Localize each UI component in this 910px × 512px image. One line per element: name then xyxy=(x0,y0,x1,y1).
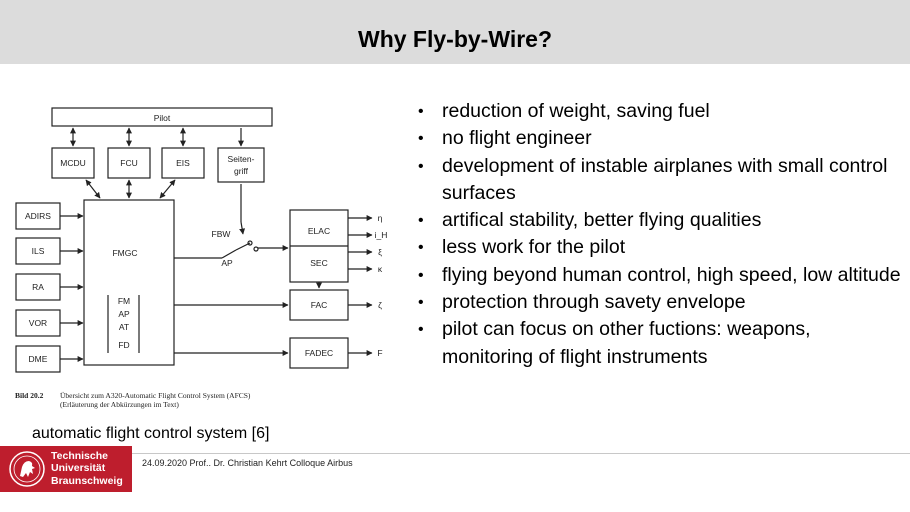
seitengriff-label-2: griff xyxy=(234,166,249,176)
sec-label: SEC xyxy=(310,258,327,268)
lion-seal-icon xyxy=(9,451,45,487)
fac-label: FAC xyxy=(311,300,328,310)
bullet-list: reduction of weight, saving fuel no flig… xyxy=(416,98,906,371)
fbw-label: FBW xyxy=(212,229,231,239)
output-ih: i_H xyxy=(375,230,388,240)
output-zeta: ζ xyxy=(378,300,382,310)
ra-label: RA xyxy=(32,282,44,292)
figure-caption-1: Übersicht zum A320-Automatic Flight Cont… xyxy=(60,391,251,400)
bullet-item: flying beyond human control, high speed,… xyxy=(416,262,906,290)
bullet-item: artifical stability, better flying quali… xyxy=(416,207,906,235)
output-kappa: κ xyxy=(378,264,383,274)
logo-line: Universität xyxy=(51,462,106,475)
vor-label: VOR xyxy=(29,318,47,328)
pilot-box xyxy=(51,107,273,127)
bullet-item: pilot can focus on other fuctions: weapo… xyxy=(416,316,906,371)
slide-title: Why Fly-by-Wire? xyxy=(357,26,553,52)
bullet-item: less work for the pilot xyxy=(416,234,906,262)
footer-text: 24.09.2020 Prof.. Dr. Christian Kehrt Co… xyxy=(142,458,353,468)
pilot-label: Pilot xyxy=(154,113,171,123)
bullet-item: protection through savety envelope xyxy=(416,289,906,317)
figure-caption-2: (Erläuterung der Abkürzungen im Text) xyxy=(60,400,179,409)
mode-fm: FM xyxy=(118,296,130,306)
eis-box xyxy=(161,147,205,179)
output-xi: ξ xyxy=(378,247,382,257)
bullet-item: reduction of weight, saving fuel xyxy=(416,98,906,126)
fcu-label: FCU xyxy=(120,158,137,168)
output-f: F xyxy=(377,348,382,358)
dme-label: DME xyxy=(29,354,48,364)
mode-ap: AP xyxy=(118,309,130,319)
output-eta: η xyxy=(378,213,383,223)
bullet-item: no flight engineer xyxy=(416,125,906,153)
mode-fd: FD xyxy=(118,340,129,350)
mode-at: AT xyxy=(119,322,129,332)
fadec-label: FADEC xyxy=(305,348,333,358)
logo-line: Technische xyxy=(51,450,108,462)
seitengriff-box xyxy=(217,147,265,183)
seitengriff-label-1: Seiten- xyxy=(228,154,255,164)
figure-label: Bild 20.2 xyxy=(15,391,44,400)
logo-line: Braunschweig xyxy=(51,474,123,487)
figure-source-caption: automatic flight control system [6] xyxy=(32,425,270,442)
fcu-box xyxy=(107,147,151,179)
ap-switch-label: AP xyxy=(221,258,233,268)
elac-label: ELAC xyxy=(308,226,330,236)
ils-label: ILS xyxy=(32,246,45,256)
university-logo: Technische Universität Braunschweig xyxy=(0,446,132,492)
adirs-label: ADIRS xyxy=(25,211,51,221)
bullet-item: development of instable airplanes with s… xyxy=(416,153,906,208)
title-bar xyxy=(0,0,910,64)
eis-label: EIS xyxy=(176,158,190,168)
logo-text: Technische Universität Braunschweig xyxy=(51,450,123,487)
mcdu-box xyxy=(51,147,95,179)
afcs-block-diagram: Pilot MCDU FCU EIS Seiten- griff ADIRS I… xyxy=(15,107,388,409)
fmgc-box xyxy=(83,199,175,366)
mcdu-label: MCDU xyxy=(60,158,86,168)
fmgc-label: FMGC xyxy=(112,248,137,258)
footer-divider xyxy=(0,453,910,454)
